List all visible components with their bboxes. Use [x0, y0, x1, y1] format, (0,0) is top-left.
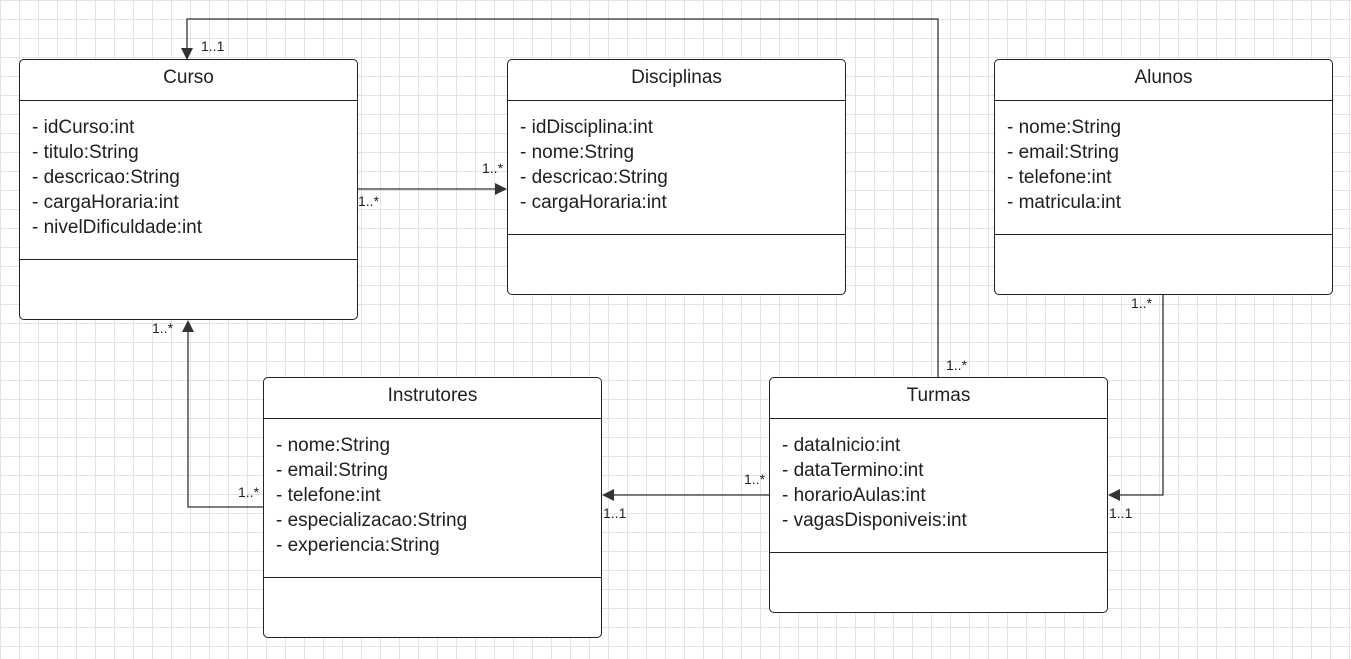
class-curso[interactable]: Curso - idCurso:int - titulo:String - de… [19, 59, 358, 320]
multiplicity-instrutores-curso: 1..* [238, 484, 260, 500]
attribute: - descricao:String [520, 167, 668, 188]
class-disciplinas[interactable]: Disciplinas - idDisciplina:int - nome:St… [507, 59, 846, 295]
multiplicity-curso-turmas: 1..1 [201, 38, 225, 54]
arrowhead-curso-top [181, 48, 193, 60]
class-name: Alunos [995, 60, 1332, 101]
attribute-list: - dataInicio:int - dataTermino:int - hor… [770, 419, 1107, 553]
arrowhead-disciplinas [495, 183, 507, 195]
attribute: - idDisciplina:int [520, 117, 654, 138]
class-turmas[interactable]: Turmas - dataInicio:int - dataTermino:in… [769, 377, 1108, 613]
multiplicity-turmas-alunos: 1..1 [1109, 505, 1133, 521]
attribute: - vagasDisponiveis:int [782, 510, 967, 531]
attribute: - telefone:int [276, 485, 381, 506]
association-instrutores-curso-line [187, 330, 264, 508]
class-alunos[interactable]: Alunos - nome:String - email:String - te… [994, 59, 1333, 295]
attribute-list: - idCurso:int - titulo:String - descrica… [20, 101, 357, 260]
attribute: - especializacao:String [276, 510, 468, 531]
multiplicity-turmas-curso: 1..* [946, 357, 968, 373]
arrowhead-instrutores [602, 489, 614, 501]
attribute: - email:String [1007, 142, 1119, 163]
multiplicity-disciplinas-curso: 1..* [482, 160, 504, 176]
attribute: - idCurso:int [32, 117, 135, 138]
attribute: - dataInicio:int [782, 435, 901, 456]
class-name: Turmas [770, 378, 1107, 419]
attribute: - matricula:int [1007, 192, 1122, 213]
multiplicity-curso-disciplinas: 1..* [358, 193, 380, 209]
attribute: - dataTermino:int [782, 460, 924, 481]
arrowhead-curso-bottom [182, 320, 194, 332]
attribute: - horarioAulas:int [782, 485, 926, 506]
attribute-list: - nome:String - email:String - telefone:… [264, 419, 601, 578]
attribute: - email:String [276, 460, 388, 481]
multiplicity-alunos-turmas: 1..* [1131, 295, 1153, 311]
attribute: - nome:String [276, 435, 391, 456]
attribute: - telefone:int [1007, 167, 1112, 188]
attribute: - cargaHoraria:int [520, 192, 667, 213]
attribute: - descricao:String [32, 167, 180, 188]
association-alunos-turmas-line [1118, 295, 1164, 496]
multiplicity-turmas-instrutores: 1..* [744, 471, 766, 487]
arrowhead-turmas [1108, 489, 1120, 501]
attribute-list: - idDisciplina:int - nome:String - descr… [508, 101, 845, 235]
attribute: - nome:String [1007, 117, 1122, 138]
class-name: Curso [20, 60, 357, 101]
multiplicity-curso-instrutores: 1..* [152, 320, 174, 336]
attribute: - titulo:String [32, 142, 139, 163]
class-instrutores[interactable]: Instrutores - nome:String - email:String… [263, 377, 602, 638]
attribute: - nivelDificuldade:int [32, 217, 203, 238]
attribute: - cargaHoraria:int [32, 192, 179, 213]
attribute-list: - nome:String - email:String - telefone:… [995, 101, 1332, 235]
attribute: - nome:String [520, 142, 635, 163]
class-name: Instrutores [264, 378, 601, 419]
attribute: - experiencia:String [276, 535, 440, 556]
class-name: Disciplinas [508, 60, 845, 101]
association-turmas-curso-line [186, 18, 939, 378]
multiplicity-instrutores-turmas: 1..1 [603, 505, 627, 521]
